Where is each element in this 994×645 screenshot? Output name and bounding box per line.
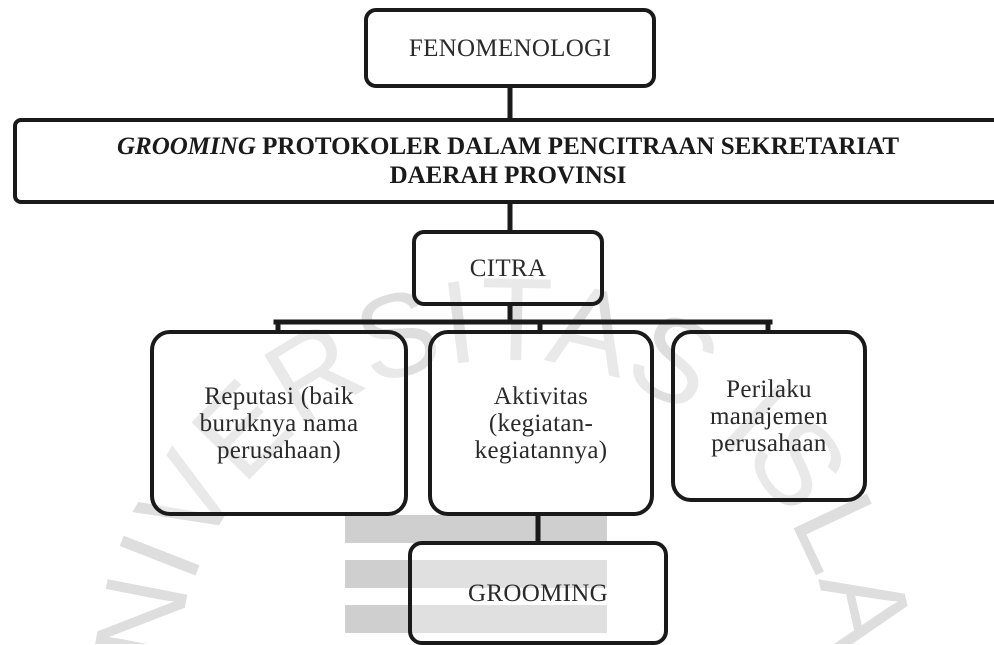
aktivitas-line: (kegiatan- bbox=[488, 409, 594, 437]
title-box: GROOMING PROTOKOLER DALAM PENCITRAAN SEK… bbox=[13, 118, 994, 204]
reputasi-label: Reputasi (baik buruknya nama perusahaan) bbox=[200, 383, 359, 464]
perilaku-label: Perilaku manajemen perusahaan bbox=[710, 376, 828, 457]
title-line-2: DAERAH PROVINSI bbox=[389, 162, 627, 189]
reputasi-box: Reputasi (baik buruknya nama perusahaan) bbox=[150, 330, 408, 516]
reputasi-line: buruknya nama bbox=[199, 409, 359, 437]
perilaku-box: Perilaku manajemen perusahaan bbox=[671, 330, 867, 502]
aktivitas-box: Aktivitas (kegiatan- kegiatannya) bbox=[428, 330, 654, 516]
reputasi-line: perusahaan) bbox=[216, 436, 342, 464]
perilaku-line: Perilaku bbox=[726, 375, 812, 403]
perilaku-line: manajemen bbox=[710, 402, 828, 430]
aktivitas-label: Aktivitas (kegiatan- kegiatannya) bbox=[475, 383, 608, 464]
title-italic-grooming: GROOMING bbox=[116, 132, 256, 160]
grooming-label: GROOMING bbox=[468, 579, 608, 607]
fenomenologi-box: FENOMENOLOGI bbox=[364, 8, 656, 88]
perilaku-line: perusahaan bbox=[711, 429, 827, 457]
title-line-1: GROOMING PROTOKOLER DALAM PENCITRAAN SEK… bbox=[117, 132, 899, 162]
citra-box: CITRA bbox=[412, 230, 604, 306]
citra-label: CITRA bbox=[469, 254, 547, 282]
title-line-1-rest: PROTOKOLER DALAM PENCITRAAN SEKRETARIAT bbox=[255, 132, 900, 160]
fenomenologi-label: FENOMENOLOGI bbox=[408, 34, 612, 62]
aktivitas-line: Aktivitas bbox=[493, 382, 589, 410]
aktivitas-line: kegiatannya) bbox=[474, 436, 608, 464]
grooming-box: GROOMING bbox=[408, 541, 668, 645]
reputasi-line: Reputasi (baik bbox=[204, 382, 354, 410]
